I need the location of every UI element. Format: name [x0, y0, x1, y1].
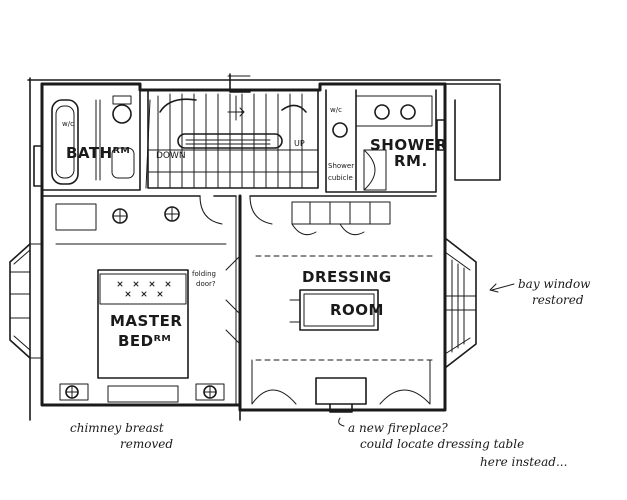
- bay-note-line2: restored: [532, 293, 584, 307]
- chimney-note-line2: removed: [120, 437, 173, 451]
- wc-left: [112, 104, 132, 124]
- wc-right: [332, 122, 348, 138]
- chimney-breast-old: [107, 385, 179, 403]
- fireplace-note-line2: could locate dressing table: [360, 437, 524, 451]
- bay-note-line1: bay window: [518, 277, 591, 291]
- shower-cubicle-label-line2: cubicle: [328, 174, 353, 182]
- wc-left-label: w/c: [62, 120, 74, 128]
- shower-cubicle-label-line1: Shower: [328, 162, 354, 170]
- annotation-arrows: [338, 283, 515, 427]
- wc-right-label: w/c: [330, 106, 342, 114]
- chimney-note-line1: chimney breast: [70, 421, 164, 435]
- master-label-line1: MASTER: [110, 312, 182, 330]
- master-label-line2: BEDᴿᴹ: [118, 332, 171, 350]
- stairs-up-label: UP: [294, 139, 305, 148]
- dressing-label-line2: ROOM: [330, 301, 384, 319]
- basin-right-1: [374, 104, 390, 120]
- shower-label-line2: RM.: [394, 152, 428, 170]
- fireplace-note-line1: a new fireplace?: [348, 421, 448, 435]
- shower-room-area: [325, 89, 446, 193]
- bath-label: BATHᴿᴹ: [66, 144, 130, 162]
- staircase: DOWN UP: [145, 89, 319, 189]
- fireplace-new: [315, 377, 367, 405]
- basin-right-2: [400, 104, 416, 120]
- right-bay: [444, 237, 477, 369]
- dressing-label-line1: DRESSING: [302, 268, 392, 286]
- fireplace-note-line3: here instead...: [480, 455, 567, 469]
- stairs-down-label: DOWN: [156, 151, 186, 161]
- bathtub: [51, 99, 79, 185]
- dressing-room-area: [251, 201, 435, 413]
- bathroom-area: [33, 89, 141, 191]
- stair-well: [177, 133, 283, 149]
- shower-label-line1: SHOWER: [370, 136, 447, 154]
- master-bedroom-area: [55, 203, 241, 403]
- outer-walls: [27, 77, 501, 421]
- master-bed: [97, 269, 189, 379]
- dressing-table: [299, 289, 379, 331]
- internal-walls: [41, 194, 437, 406]
- left-bay: [9, 243, 43, 359]
- shower-cubicle: [363, 149, 387, 191]
- folding-door-label-line2: door?: [196, 280, 216, 288]
- rear-block: [227, 73, 251, 93]
- basin-left: [111, 147, 135, 179]
- folding-door-label-line1: folding: [192, 270, 216, 278]
